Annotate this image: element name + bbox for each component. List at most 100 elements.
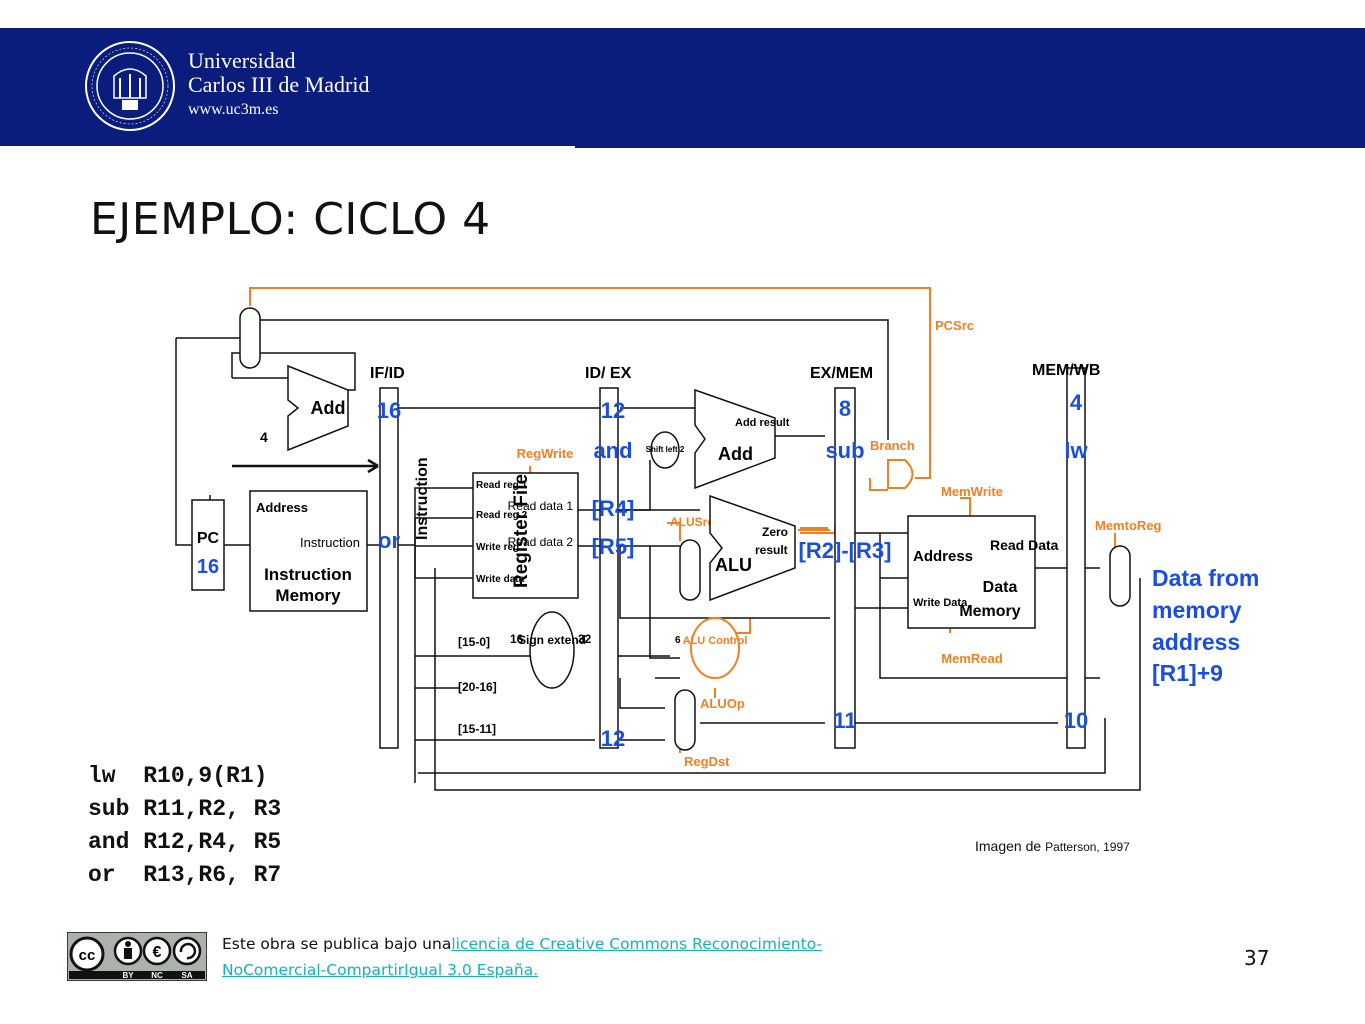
rf-read-data2: Read data 2 <box>508 535 574 549</box>
image-credit: Imagen de Patterson, 1997 <box>975 838 1130 854</box>
rf-read-reg1: Read reg 1 <box>476 480 528 491</box>
credit-source: Patterson, 1997 <box>1045 840 1130 854</box>
rf-write-reg: Write reg <box>476 542 519 553</box>
memtoreg-mux <box>1109 545 1131 607</box>
instruction-bus: Instruction <box>414 457 431 540</box>
license-link[interactable]: licencia de Creative Commons Reconocimie… <box>222 935 823 979</box>
ctrl-pcsrc: PCSrc <box>935 318 974 333</box>
shift-left-2: Shift left 2 <box>646 445 685 454</box>
ex-mem-result: [R2]-[R3] <box>799 538 892 563</box>
pc-mux <box>239 307 261 369</box>
annotation-line1: Data from <box>1152 565 1259 591</box>
mem-wb-rd: 10 <box>1064 708 1088 733</box>
cc-license-badge[interactable]: cc € BY NC SA <box>67 932 207 981</box>
bit-32: 32 <box>578 632 592 646</box>
imem-address: Address <box>256 500 308 515</box>
credit-prefix: Imagen de <box>975 838 1042 854</box>
bit-6: 6 <box>675 635 681 646</box>
ctrl-memwrite: MemWrite <box>941 484 1003 499</box>
branch-adder-result: Add result <box>735 417 790 429</box>
license-prefix: Este obra se publica bajo una <box>222 935 452 953</box>
license-notice: Este obra se publica bajo unalicencia de… <box>222 931 922 983</box>
dmem-address: Address <box>913 548 973 565</box>
ctrl-aluop: ALUOp <box>700 696 745 711</box>
annotation-line4: [R1]+9 <box>1152 660 1223 686</box>
ex-mem-rd: 11 <box>833 708 856 733</box>
header-banner <box>0 28 1365 146</box>
ctrl-memread: MemRead <box>941 651 1002 666</box>
pc-label: PC <box>197 530 220 547</box>
field-15-0: [15-0] <box>458 635 490 649</box>
bit-16: 16 <box>510 632 524 646</box>
ctrl-alusrc: ALUSrc <box>670 515 714 529</box>
id-ex-rd: 12 <box>601 726 625 751</box>
code-line: lw R10,9(R1) <box>88 763 268 789</box>
if-id-instr: or <box>378 528 400 553</box>
ctrl-memtoreg: MemtoReg <box>1095 518 1162 533</box>
dmem-title-1: Data <box>983 579 1018 596</box>
code-listing: lw R10,9(R1) sub R11,R2, R3 and R12,R4, R5… <box>88 760 281 892</box>
slide-title: EJEMPLO: CICLO 4 <box>90 194 491 245</box>
if-id-pc: 16 <box>377 398 401 423</box>
alu-result: result <box>755 543 788 557</box>
badge-by: BY <box>122 971 134 980</box>
university-seal-icon <box>85 41 175 131</box>
imem-title-2: Memory <box>275 586 341 605</box>
id-ex-instr: and <box>593 438 632 463</box>
field-15-11: [15-11] <box>458 722 496 736</box>
university-name: Universidad Carlos III de Madrid www.uc3… <box>188 50 369 118</box>
id-ex-r2: [R5] <box>592 534 635 559</box>
branch-and-gate <box>887 459 914 489</box>
code-line: and R12,R4, R5 <box>88 829 282 855</box>
dmem-title-2: Memory <box>959 603 1020 620</box>
adder-label: Add <box>311 398 346 418</box>
alu-zero: Zero <box>762 525 788 539</box>
ex-mem-pc: 8 <box>839 396 851 421</box>
alu-label: ALU <box>715 555 752 575</box>
regdst-mux <box>674 689 696 751</box>
mem-wb-instr: lw <box>1064 438 1088 463</box>
alu-control: ALU Control <box>683 635 748 647</box>
ctrl-regdst: RegDst <box>684 754 730 769</box>
banner-divider-right <box>575 146 1365 148</box>
data-wires <box>175 319 1141 791</box>
rf-title: Register File <box>511 474 532 588</box>
svg-text:cc: cc <box>79 947 96 964</box>
rf-read-reg2: Read reg 2 <box>476 510 528 521</box>
stage-mem-wb: MEM/WB <box>1032 362 1100 379</box>
badge-sa: SA <box>181 971 192 980</box>
ctrl-branch: Branch <box>870 438 915 453</box>
university-line2: Carlos III de Madrid <box>188 72 370 97</box>
stage-ex-mem: EX/MEM <box>810 365 873 382</box>
imem-instruction: Instruction <box>300 535 360 550</box>
id-ex-r1: [R4] <box>592 496 635 521</box>
pc-value: 16 <box>197 556 219 578</box>
dmem-write-data: Write Data <box>913 597 968 609</box>
pipeline-diagram: PC 16 Add 4 Address Instruction Instruct… <box>175 287 1259 791</box>
rf-read-data1: Read data 1 <box>508 499 574 513</box>
mem-wb-pc: 4 <box>1070 390 1083 415</box>
badge-nc: NC <box>151 971 163 980</box>
id-ex-pc: 12 <box>601 398 625 423</box>
sign-extend: Sign extend <box>518 633 586 647</box>
svg-text:€: € <box>153 944 162 961</box>
page-number: 37 <box>1244 946 1270 970</box>
branch-adder-label: Add <box>718 444 753 464</box>
stage-if-id: IF/ID <box>370 365 405 382</box>
imem-title-1: Instruction <box>264 565 352 584</box>
ex-mem-instr: sub <box>825 438 864 463</box>
field-20-16: [20-16] <box>458 680 497 694</box>
ctrl-regwrite: RegWrite <box>517 446 574 461</box>
banner-divider <box>0 146 575 150</box>
annotation-line3: address <box>1152 629 1240 655</box>
university-website[interactable]: www.uc3m.es <box>188 101 279 118</box>
code-line: or R13,R6, R7 <box>88 862 282 888</box>
alusrc-mux <box>679 539 701 601</box>
stage-id-ex: ID/ EX <box>585 365 632 382</box>
university-line1: Universidad <box>188 48 296 73</box>
rf-write-data: Write data <box>476 574 525 585</box>
code-line: sub R11,R2, R3 <box>88 796 282 822</box>
adder-input: 4 <box>260 429 268 445</box>
annotation-line2: memory <box>1152 597 1242 623</box>
dmem-read-data: Read Data <box>990 537 1059 553</box>
